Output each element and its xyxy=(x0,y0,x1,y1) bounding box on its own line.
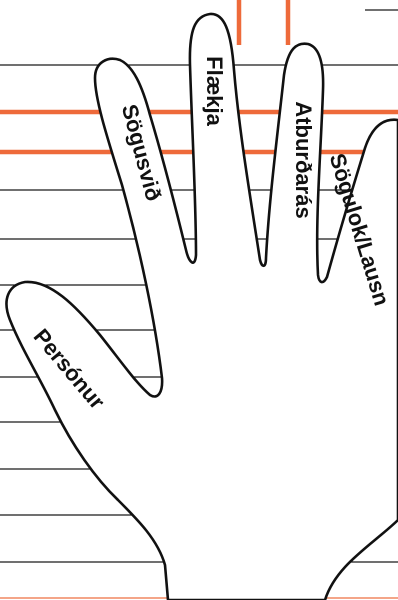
label-ring-finger: Atburðarás xyxy=(291,101,316,218)
label-middle-finger: Flækja xyxy=(202,56,227,126)
